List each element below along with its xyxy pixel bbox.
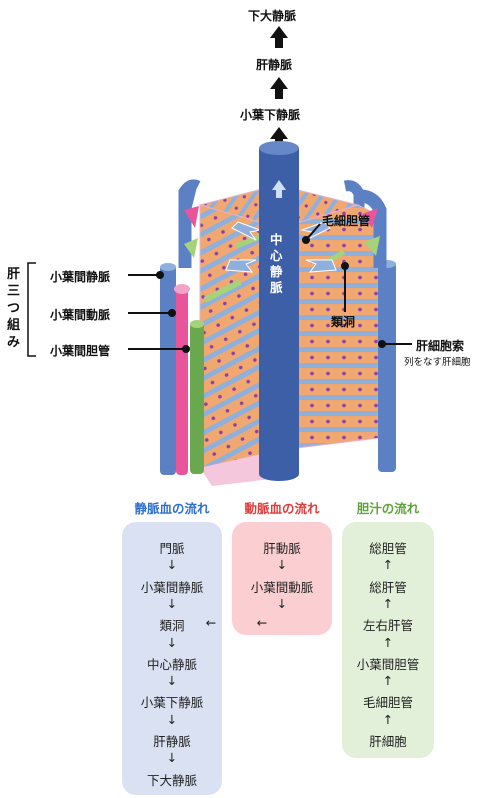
label-bile-canaliculus: 毛細胆管 (322, 214, 371, 228)
venous-step: 類洞 (159, 618, 185, 634)
bile-step: 総胆管 (369, 541, 407, 556)
venous-flow-box (122, 522, 222, 795)
bile-flow-box (342, 522, 434, 758)
arterial-arrow-icon: ↓ (276, 595, 288, 611)
leader-lines (128, 223, 412, 353)
outlet-label-ivc: 下大静脈 (248, 9, 297, 23)
right-triad-vessels (359, 189, 396, 472)
venous-arrow-icon: ↓ (166, 634, 178, 650)
venous-arrow-icon: ↓ (166, 595, 178, 611)
bile-flow-title: 胆汁の流れ (356, 501, 420, 516)
bile-arrow-icon: ↑ (382, 673, 394, 689)
venous-arrow-icon: ↓ (166, 750, 178, 766)
venous-step: 門脈 (159, 541, 185, 556)
venous-step: 肝静脈 (153, 734, 191, 749)
arrow-up-icon (270, 26, 288, 48)
sinusoid-flow-arrows (225, 221, 337, 273)
liver-lobule-diagram (27, 26, 412, 486)
arterial-arrow-icon: ↓ (276, 557, 288, 573)
venous-step: 小葉下静脈 (140, 695, 204, 711)
outflow-arrows (270, 26, 288, 149)
central-vein-label: 中心静脈 (270, 232, 283, 295)
venous-arrow-icon: ↓ (166, 557, 178, 573)
bile-arrow-icon: ↑ (382, 711, 394, 727)
venous-flow-title: 静脈血の流れ (134, 501, 210, 516)
venous-step: 小葉間静脈 (140, 579, 204, 595)
bile-step: 小葉間胆管 (356, 656, 420, 672)
bile-arrow-icon: ↑ (382, 557, 394, 573)
arterial-flow-title: 動脈血の流れ (244, 501, 320, 516)
outlet-label-hepatic-vein: 肝静脈 (256, 58, 293, 72)
label-portal-venule: 小葉間静脈 (50, 270, 111, 284)
merge-into-sinusoid-arrow-icon: ← (205, 615, 217, 630)
bile-step: 左右肝管 (362, 618, 413, 634)
label-bile-ductule: 小葉間胆管 (50, 344, 111, 358)
label-hepatic-arteriole: 小葉間動脈 (50, 308, 111, 322)
hepatic-arteriole-vessel (176, 287, 188, 475)
bile-arrow-icon: ↑ (382, 634, 394, 650)
outlet-label-sublobular-vein: 小葉下静脈 (240, 108, 301, 122)
left-triad-vessels (160, 186, 204, 475)
label-hepatic-cord: 肝細胞索 (416, 339, 465, 353)
triad-group-label: 肝三つ組み (7, 267, 21, 350)
portal-venule-vessel (160, 265, 176, 475)
bile-arrow-icon: ↑ (382, 595, 394, 611)
arterial-step: 小葉間動脈 (250, 579, 314, 595)
bile-ductule-vessel (190, 322, 204, 474)
arrow-up-icon (270, 77, 288, 99)
arterial-flow-box (232, 522, 332, 635)
bile-step: 総肝管 (369, 579, 407, 595)
triad-bracket (27, 262, 36, 357)
central-vein (259, 141, 299, 481)
bile-step: 毛細胆管 (362, 695, 413, 711)
venous-step: 下大静脈 (146, 772, 197, 788)
venous-step: 中心静脈 (146, 656, 197, 672)
label-sinusoid: 類洞 (331, 315, 356, 329)
bile-step: 肝細胞 (369, 734, 407, 749)
venous-arrow-icon: ↓ (166, 711, 178, 727)
arterial-step: 肝動脈 (263, 541, 301, 556)
venous-arrow-icon: ↓ (166, 673, 178, 689)
arrow-up-icon (272, 180, 286, 198)
arterial-merge-arrow-icon: ← (256, 615, 268, 630)
label-hepatic-cord-note: 列をなす肝細胞 (404, 357, 471, 368)
arrow-up-icon (270, 127, 288, 149)
